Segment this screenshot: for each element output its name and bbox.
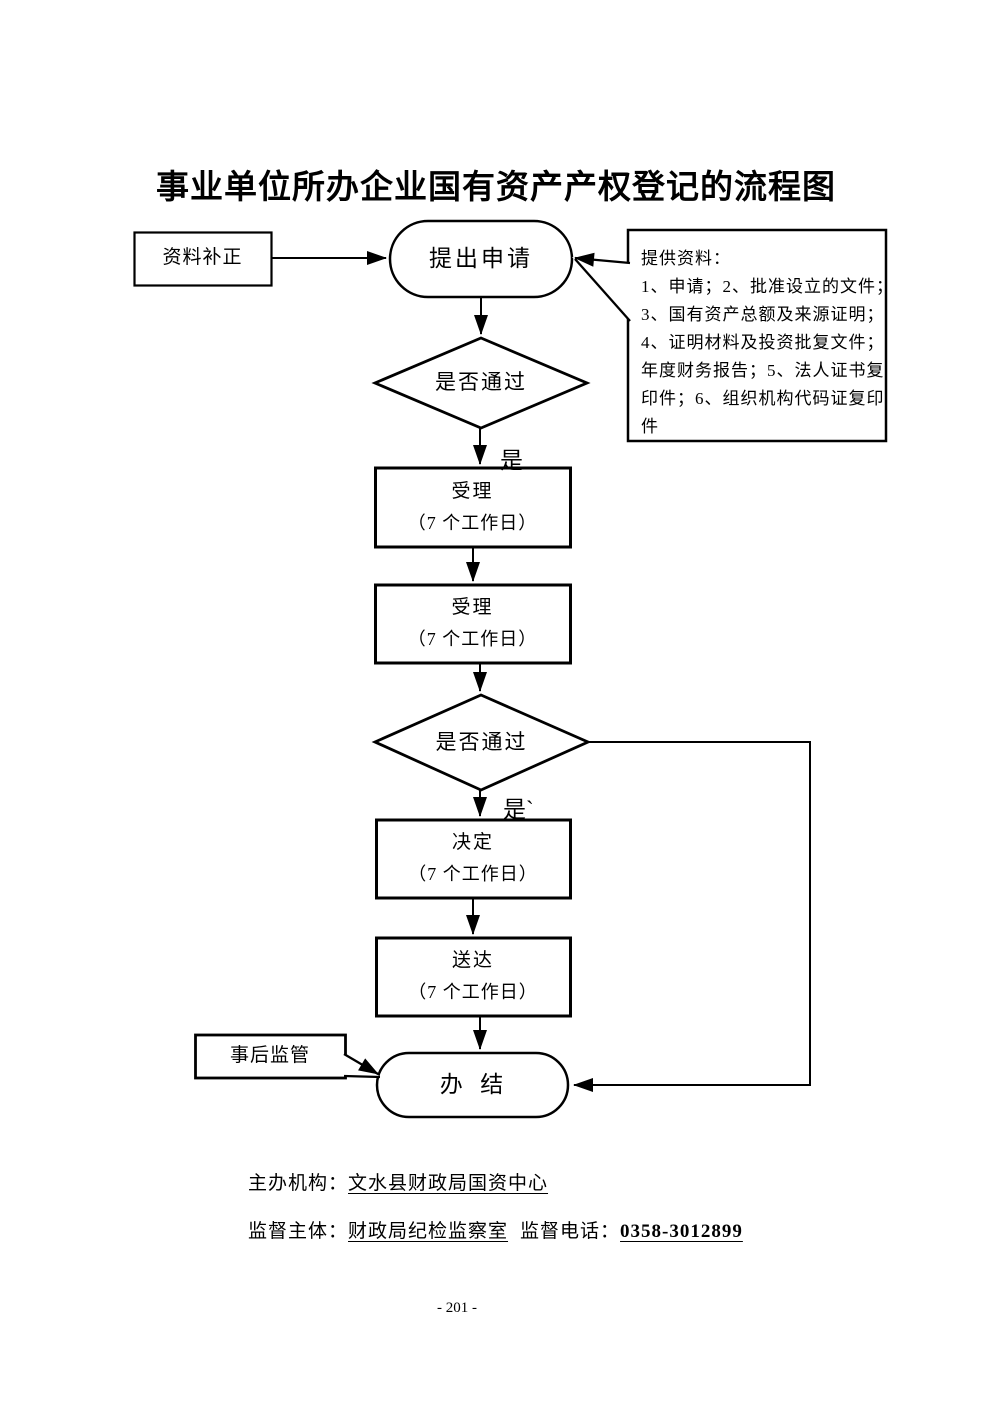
accept1-box: 受理 （7 个工作日）: [375, 468, 570, 547]
deliver-box: 送达 （7 个工作日）: [376, 938, 570, 1016]
supervisor-label: 监督主体：: [248, 1221, 349, 1242]
finish-oval-shape: [375, 1051, 570, 1119]
info-box-shape: [626, 228, 888, 443]
info-callout-arrow: [574, 252, 631, 267]
phone-value: 0358-3012899: [620, 1221, 743, 1242]
info-line: 印件；6、组织机构代码证复印: [641, 389, 885, 408]
decide-duration: （7 个工作日）: [408, 864, 538, 885]
info-line: 件: [641, 417, 659, 436]
info-callout-lower-line: [574, 258, 631, 322]
decision1-label: 是否通过: [435, 370, 527, 395]
apply-oval-label: 提出申请: [429, 246, 533, 272]
decide-box: 决定 （7 个工作日）: [376, 820, 570, 898]
decision2-label: 是否通过: [435, 729, 528, 754]
info-line: 1、申请；2、批准设立的文件；: [641, 277, 894, 296]
info-line: 4、证明材料及投资批复文件；: [641, 333, 885, 352]
accept2-box-shape: [374, 583, 572, 665]
feedback-line-decision2-to-finish: [573, 741, 811, 1092]
page-title: 事业单位所办企业国有资产产权登记的流程图: [156, 170, 836, 206]
footer-supervisor-line: 监督主体：财政局纪检监察室监督电话：0358-3012899: [248, 1216, 743, 1243]
supervisor-value: 财政局纪检监察室: [348, 1221, 509, 1242]
accept2-box: 受理 （7 个工作日）: [375, 585, 570, 663]
supervise-callout-lower-line: [343, 1074, 381, 1079]
info-line: 3、国有资产总额及来源证明；: [641, 305, 885, 324]
info-box-text: 提供资料： 1、申请；2、批准设立的文件； 3、国有资产总额及来源证明； 4、证…: [641, 245, 894, 441]
supervise-callout-arrow: [343, 1053, 379, 1075]
decide-title: 决定: [451, 832, 494, 854]
supplement-box-label: 资料补正: [162, 247, 243, 269]
yes2-label: 是`: [503, 797, 534, 822]
host-label: 主办机构：: [248, 1173, 349, 1194]
page-number: - 201 -: [437, 1300, 477, 1316]
accept2-title: 受理: [451, 597, 494, 619]
deliver-box-shape: [375, 936, 572, 1018]
info-line: 提供资料：: [641, 249, 731, 268]
host-value: 文水县财政局国资中心: [348, 1173, 549, 1194]
supplement-box-shape: [133, 231, 273, 287]
supervise-box-label: 事后监管: [229, 1045, 310, 1067]
info-line: 年度财务报告；5、法人证书复: [641, 361, 885, 380]
deliver-title: 送达: [451, 950, 494, 972]
accept1-title: 受理: [451, 480, 494, 502]
deliver-duration: （7 个工作日）: [408, 982, 538, 1003]
footer-host-line: 主办机构：文水县财政局国资中心: [248, 1168, 548, 1195]
accept1-duration: （7 个工作日）: [407, 512, 538, 533]
accept2-duration: （7 个工作日）: [407, 629, 538, 650]
phone-label: 监督电话：: [520, 1221, 621, 1242]
yes1-label: 是: [500, 448, 523, 473]
finish-oval-label: 办 结: [439, 1072, 506, 1098]
